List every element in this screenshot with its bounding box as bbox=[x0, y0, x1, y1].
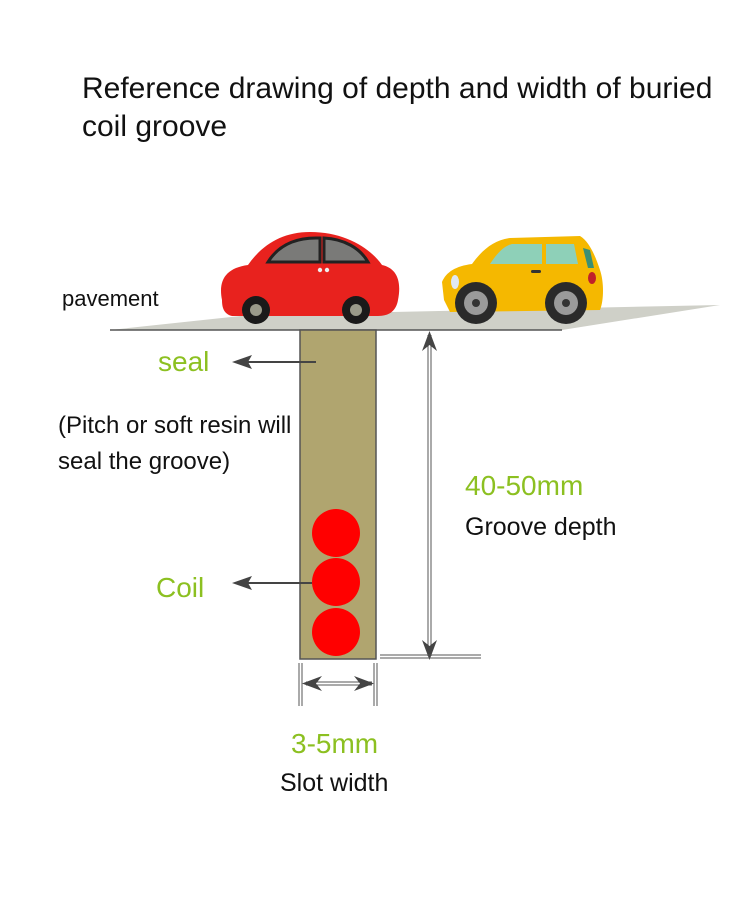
diagram-title: Reference drawing of depth and width of … bbox=[82, 72, 713, 143]
red-car-icon bbox=[221, 232, 400, 324]
coil-label: Coil bbox=[156, 572, 205, 603]
seal-note: (Pitch or soft resin will seal the groov… bbox=[58, 412, 292, 475]
depth-dimension-arrow bbox=[380, 331, 481, 660]
width-dimension-arrow bbox=[298, 663, 378, 706]
pavement-surface bbox=[110, 305, 720, 331]
width-label: Slot width bbox=[280, 769, 389, 797]
pavement-label: pavement bbox=[62, 286, 159, 311]
depth-label: Groove depth bbox=[465, 513, 617, 541]
depth-value: 40-50mm bbox=[465, 470, 584, 501]
width-value: 3-5mm bbox=[291, 728, 379, 759]
seal-pointer-arrow bbox=[232, 355, 316, 369]
coil-pointer-arrow bbox=[232, 576, 312, 590]
seal-label: seal bbox=[158, 346, 210, 377]
coil-windings bbox=[312, 509, 360, 656]
yellow-car-icon bbox=[442, 236, 603, 324]
